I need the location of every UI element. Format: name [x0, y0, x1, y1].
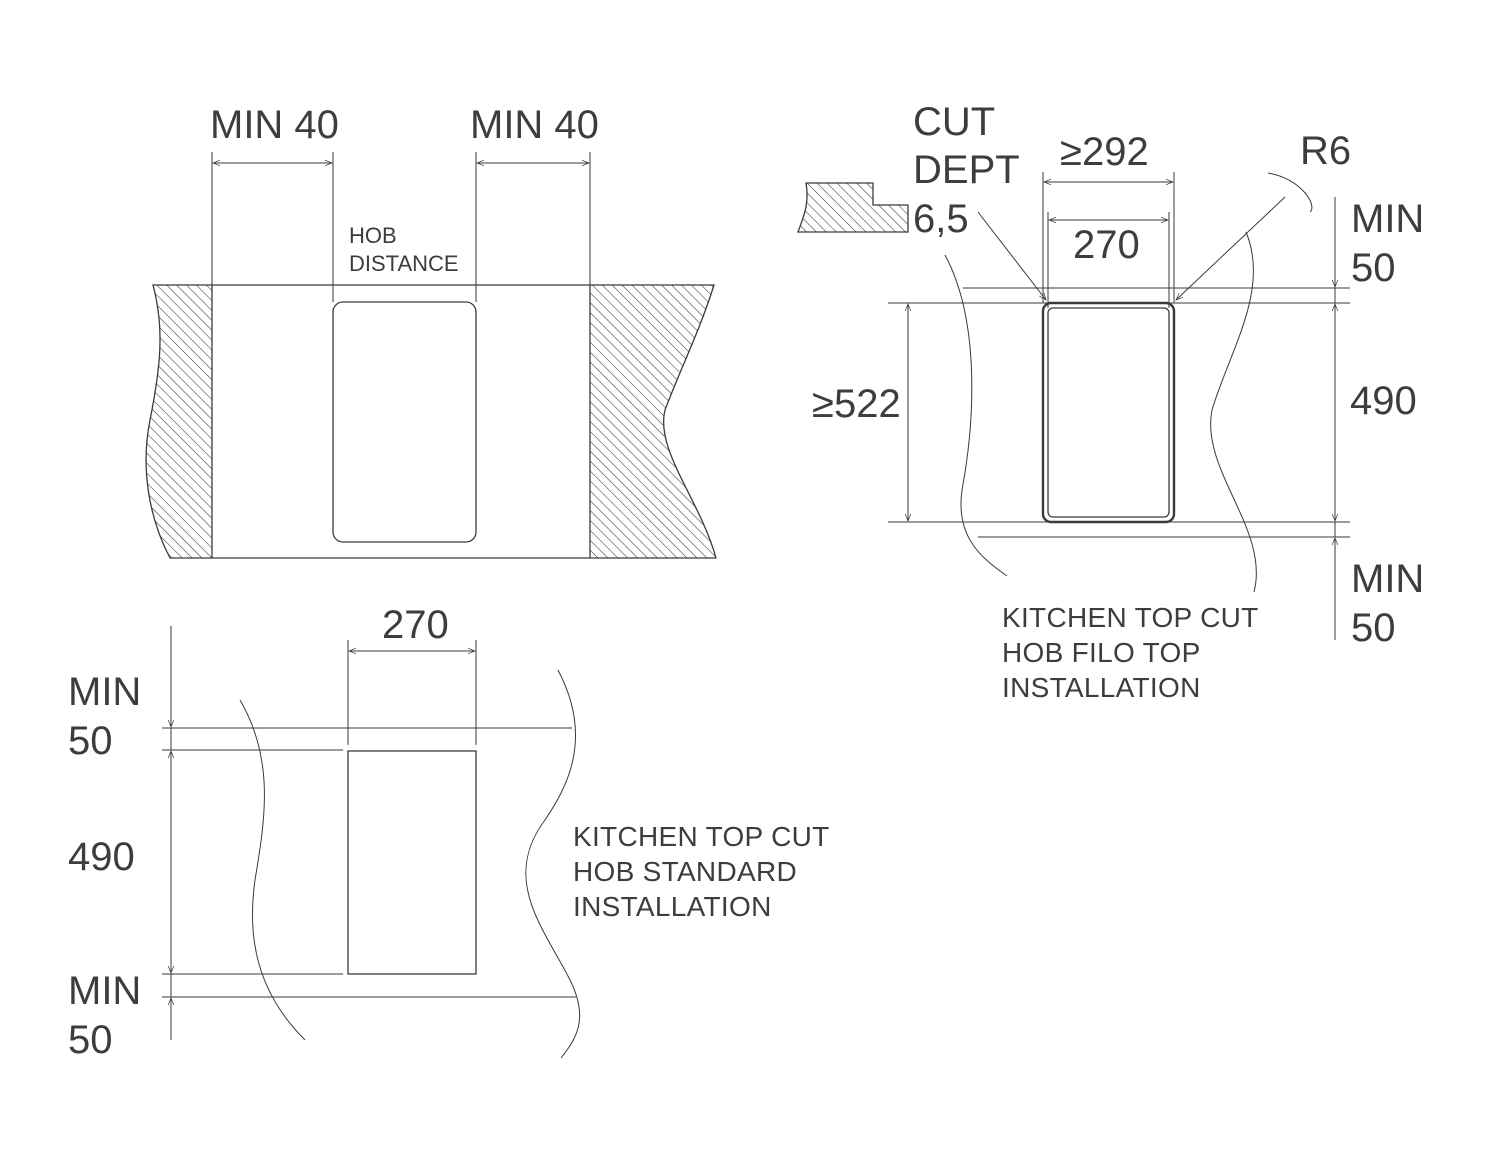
cut-depth-line1: CUT — [913, 100, 995, 144]
caption-line1: KITCHEN TOP CUT — [573, 821, 830, 852]
dim-label-left: MIN 40 — [210, 103, 339, 147]
caption-line3: INSTALLATION — [1002, 672, 1201, 703]
outer-width-label: ≥292 — [1060, 130, 1149, 174]
cut-depth-line3: 6,5 — [913, 197, 969, 241]
break-curve-left — [944, 254, 1008, 577]
caption-line3: INSTALLATION — [573, 891, 772, 922]
bottom-margin-line2: 50 — [1351, 606, 1396, 650]
hob-outline — [332, 301, 477, 543]
standard-cut-outline — [347, 750, 477, 975]
caption-line1: KITCHEN TOP CUT — [1002, 602, 1259, 633]
bottom-left-view: 270 MIN 50 490 MIN 50 KITCHEN TOP CUT HO… — [68, 603, 830, 1062]
dim-label-right: MIN 40 — [470, 103, 599, 147]
top-right-view: CUT DEPT 6,5 ≥292 270 R6 MIN 50 490 ≥522… — [797, 100, 1424, 703]
hob-label-line2: DISTANCE — [349, 251, 459, 276]
cut-depth-leader — [977, 211, 1047, 301]
inner-width-label: 270 — [1073, 223, 1140, 267]
radius-leader — [1175, 196, 1286, 301]
caption-line2: HOB FILO TOP — [1002, 637, 1201, 668]
hob-label-line1: HOB — [349, 223, 397, 248]
caption-line2: HOB STANDARD — [573, 856, 797, 887]
top-left-view: MIN 40 MIN 40 HOB DISTANCE — [145, 103, 717, 559]
outer-height-label: ≥522 — [812, 382, 901, 426]
inner-cut-outline — [1047, 307, 1170, 518]
right-hatched-wall — [589, 284, 717, 559]
bottom-margin-line1: MIN — [68, 969, 141, 1013]
height-label: 490 — [68, 835, 135, 879]
height-label: 490 — [1350, 379, 1417, 423]
break-curve-left — [239, 699, 306, 1041]
left-hatched-wall — [145, 284, 213, 559]
radius-arc — [1267, 172, 1313, 213]
cut-depth-line2: DEPT — [913, 148, 1020, 192]
break-curve-right — [1210, 231, 1257, 593]
top-margin-line2: 50 — [1351, 246, 1396, 290]
top-margin-line1: MIN — [68, 670, 141, 714]
bottom-margin-line2: 50 — [68, 1018, 113, 1062]
cut-depth-profile — [797, 182, 909, 233]
outer-cut-outline — [1041, 301, 1176, 524]
bottom-margin-line1: MIN — [1351, 557, 1424, 601]
radius-label: R6 — [1300, 129, 1351, 173]
break-curve-right — [525, 669, 581, 1059]
top-margin-line2: 50 — [68, 719, 113, 763]
width-label: 270 — [382, 603, 449, 647]
top-margin-line1: MIN — [1351, 197, 1424, 241]
